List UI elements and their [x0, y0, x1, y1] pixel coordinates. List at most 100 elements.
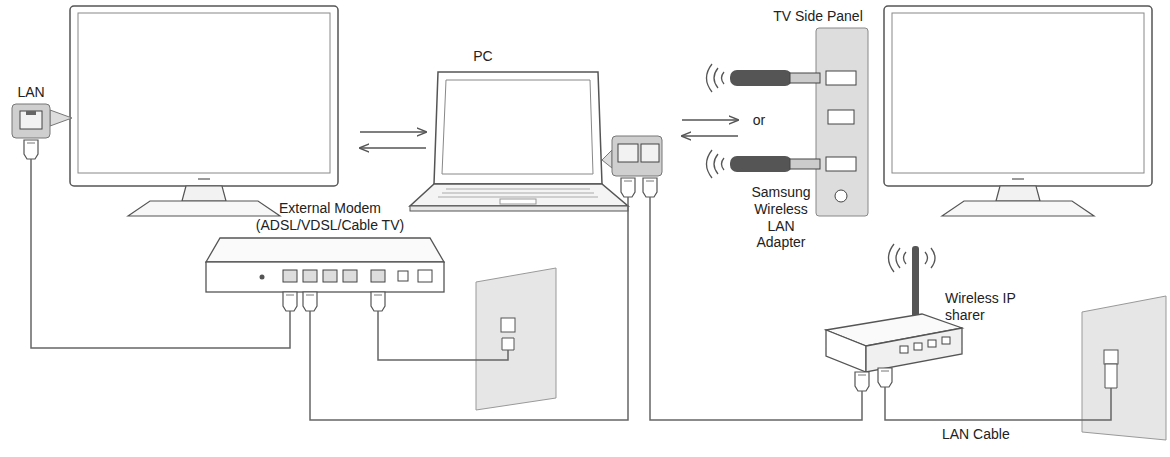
wireless-ip-sharer [896, 248, 900, 268]
external-modem [303, 292, 317, 311]
external-modem [371, 292, 385, 311]
laptop [410, 72, 662, 234]
wireless-ip-sharer [889, 244, 936, 272]
lan-port-callout [12, 104, 72, 166]
data-arrows [682, 119, 738, 120]
laptop [602, 150, 612, 168]
laptop [649, 197, 651, 234]
wireless-ip-sharer [925, 252, 928, 264]
wall-jack [501, 318, 515, 332]
external-modem [323, 270, 337, 282]
external-modem [283, 292, 297, 311]
wall-jack-right [1104, 350, 1118, 364]
laptop [618, 144, 638, 162]
laptop [612, 136, 662, 176]
lan-port-callout [50, 110, 72, 126]
laptop [500, 199, 536, 204]
lan-port-callout [26, 111, 36, 115]
wall-jack-right [885, 387, 1111, 420]
wireless-ip-sharer [912, 246, 919, 322]
node-label: LAN [8, 84, 54, 101]
adapter-label: Samsung Wireless LAN Adapter [750, 184, 812, 251]
wireless-lan-adapter [707, 64, 725, 178]
wireless-ip-sharer [900, 346, 908, 353]
wireless-lan-adapter [707, 64, 821, 178]
external-modem [206, 238, 444, 262]
external-modem [260, 275, 265, 280]
wireless-ip-sharer [826, 244, 962, 398]
wall-jack [378, 311, 508, 360]
external-modem [309, 311, 311, 330]
wireless-lan-adapter [707, 150, 713, 178]
text-label: or [746, 112, 772, 129]
lan-port: LAN [8, 84, 54, 166]
node-label: PC [468, 48, 498, 65]
external-modem [289, 311, 291, 330]
or-label: or [746, 112, 772, 129]
wireless-ip-sharer [878, 368, 892, 387]
external-modem: External Modem (ADSL/VDSL/Cable TV) [200, 200, 460, 330]
tv-side-panel [826, 71, 856, 85]
wireless-ip-sharer [861, 391, 863, 398]
text-label: Samsung Wireless LAN Adapter [750, 184, 812, 251]
lan-cable [650, 234, 862, 420]
wireless-lan-adapter [714, 154, 718, 174]
tv-side-panel [826, 157, 856, 171]
node-label: Wireless IP sharer [945, 290, 1029, 324]
tv-side-panel [828, 110, 854, 124]
laptop [621, 178, 635, 197]
laptop [627, 197, 629, 234]
tv-side-panel [835, 190, 847, 202]
laptop [442, 80, 593, 174]
external-modem [283, 270, 297, 282]
external-modem [343, 270, 357, 282]
wireless-lan-adapter [730, 70, 792, 86]
wall-jack [476, 268, 556, 410]
wireless-ip-sharer [928, 340, 936, 347]
laptop [410, 184, 628, 206]
wireless-ip-sharer [855, 372, 869, 391]
wireless-ip-sharer [826, 330, 866, 372]
lan-port-callout [24, 140, 38, 159]
tv-side-panel [816, 28, 868, 216]
wireless-ip-sharer [889, 244, 895, 272]
wireless-ip-sharer [914, 343, 922, 350]
laptop [643, 178, 657, 197]
wall-jack-right [885, 296, 1166, 440]
laptop [438, 197, 598, 198]
external-modem [371, 270, 385, 282]
laptop [442, 193, 594, 194]
wall-jack [378, 268, 556, 410]
wireless-lan-adapter [790, 159, 820, 169]
wireless-lan-adapter [730, 156, 792, 172]
tv-left [70, 6, 338, 216]
laptop [434, 72, 602, 184]
wireless-lan-adapter [722, 158, 725, 170]
cable-label: LAN Cable [942, 426, 1032, 443]
data-arrows [682, 135, 738, 136]
lan-port-callout [20, 111, 42, 129]
laptop [446, 189, 590, 190]
data-arrows [360, 131, 426, 132]
tv-right [884, 6, 1152, 216]
wireless-ip-sharer [904, 252, 907, 264]
node-label: TV Side Panel [768, 8, 868, 25]
laptop [641, 144, 659, 162]
laptop [410, 206, 628, 211]
lan-port-callout [12, 104, 50, 138]
external-modem [418, 270, 432, 282]
external-modem [398, 271, 408, 281]
lan-port-callout [30, 159, 32, 166]
wall-jack [502, 338, 514, 350]
wireless-ip-sharer [942, 337, 950, 344]
pc-laptop: PC [405, 46, 670, 234]
wireless-lan-adapter [722, 72, 725, 84]
external-modem [206, 238, 444, 330]
tv-left [70, 6, 338, 216]
lan-cable [310, 234, 628, 420]
tv-right [884, 6, 1152, 216]
tv-side-panel [816, 28, 868, 216]
